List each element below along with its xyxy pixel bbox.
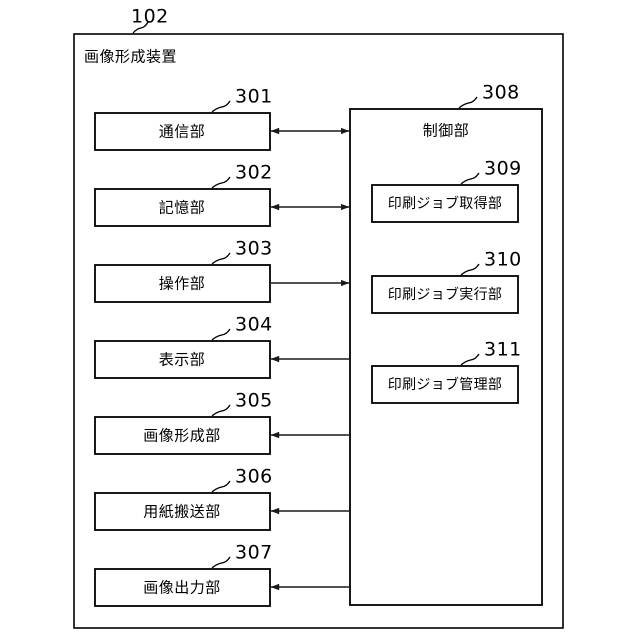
unit-box-301[interactable] (94, 112, 271, 151)
ref-number-309: 309 (484, 158, 522, 180)
leader-line-303 (211, 252, 231, 265)
unit-label-304: 表示部 (159, 351, 206, 369)
module-box-311[interactable] (371, 365, 519, 404)
unit-label-307: 画像出力部 (143, 579, 221, 597)
leader-line-311 (460, 353, 480, 366)
leader-line-309 (460, 172, 480, 185)
module-label-309: 印刷ジョブ取得部 (388, 195, 502, 212)
ref-number-301: 301 (235, 86, 273, 108)
unit-label-302: 記憶部 (159, 199, 206, 217)
unit-label-301: 通信部 (159, 123, 206, 141)
unit-box-302[interactable] (94, 188, 271, 227)
leader-line-308 (458, 96, 478, 109)
module-box-309[interactable] (371, 184, 519, 223)
unit-box-305[interactable] (94, 416, 271, 455)
unit-label-305: 画像形成部 (143, 427, 221, 445)
module-box-310[interactable] (371, 275, 519, 314)
unit-box-306[interactable] (94, 492, 271, 531)
ref-number-303: 303 (235, 238, 273, 260)
module-label-310: 印刷ジョブ実行部 (388, 286, 502, 303)
ref-number-310: 310 (484, 249, 522, 271)
ref-number-302: 302 (235, 162, 273, 184)
ref-number-307: 307 (235, 542, 273, 564)
ref-number-311: 311 (484, 339, 522, 361)
leader-line-302 (211, 176, 231, 189)
unit-box-304[interactable] (94, 340, 271, 379)
unit-label-306: 用紙搬送部 (143, 503, 221, 521)
leader-line-310 (460, 263, 480, 276)
ref-number-102: 102 (131, 6, 169, 28)
device-title: 画像形成装置 (84, 48, 177, 66)
leader-line-305 (211, 404, 231, 417)
ref-number-308: 308 (482, 82, 520, 104)
ref-number-306: 306 (235, 466, 273, 488)
ref-number-304: 304 (235, 314, 273, 336)
leader-line-307 (211, 556, 231, 569)
leader-line-102 (132, 21, 149, 34)
unit-box-307[interactable] (94, 568, 271, 607)
unit-box-303[interactable] (94, 264, 271, 303)
module-label-311: 印刷ジョブ管理部 (388, 376, 502, 393)
leader-line-301 (211, 100, 231, 113)
leader-line-306 (211, 480, 231, 493)
leader-line-304 (211, 328, 231, 341)
unit-label-303: 操作部 (159, 275, 206, 293)
controller-label: 制御部 (423, 122, 470, 140)
ref-number-305: 305 (235, 390, 273, 412)
